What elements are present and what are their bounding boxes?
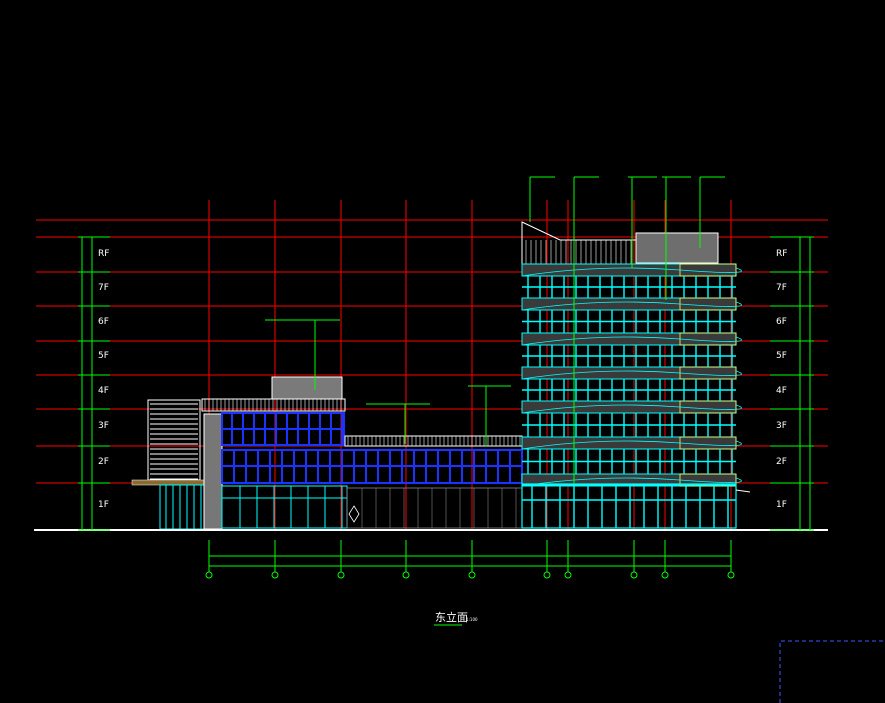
dimension-chain bbox=[205, 540, 735, 579]
balcony-curve bbox=[521, 267, 742, 277]
floor-label-right: 1F bbox=[776, 500, 787, 510]
drawing-scale-text: 1:100 bbox=[466, 617, 478, 622]
ground-floor-curtain-wall bbox=[521, 483, 737, 529]
middle-podium-block bbox=[201, 376, 523, 529]
balcony-curve bbox=[521, 477, 742, 487]
entrance-door-mark bbox=[348, 505, 360, 523]
axis-grid-lines bbox=[208, 200, 732, 530]
drawing-title-text: 东立面 bbox=[435, 610, 468, 624]
floor-slab-band bbox=[521, 366, 737, 380]
axis-bubble bbox=[543, 571, 551, 579]
floor-label-right: RF bbox=[776, 249, 787, 259]
annotation-callouts bbox=[265, 176, 725, 484]
floor-label-left: 6F bbox=[98, 317, 109, 327]
floor-label-right: 6F bbox=[776, 317, 787, 327]
floor-label-right: 3F bbox=[776, 421, 787, 431]
floor-label-left: 5F bbox=[98, 351, 109, 361]
balcony-curve bbox=[521, 370, 742, 380]
floor-slab-band bbox=[521, 297, 737, 311]
floor-label-right: 4F bbox=[776, 386, 787, 396]
axis-bubble bbox=[630, 571, 638, 579]
balcony-curve bbox=[521, 440, 742, 450]
floor-label-left: 1F bbox=[98, 500, 109, 510]
floor-label-left: 7F bbox=[98, 283, 109, 293]
right-level-markers: RF 7F 6F 5F 4F 3F 2F 1F bbox=[770, 236, 814, 531]
floor-slab-band bbox=[521, 263, 737, 277]
floor-label-left: 3F bbox=[98, 421, 109, 431]
floor-label-left: RF bbox=[98, 249, 109, 259]
floor-label-right: 7F bbox=[776, 283, 787, 293]
balcony-curve bbox=[521, 301, 742, 311]
axis-bubble bbox=[564, 571, 572, 579]
drawing-title: 东立面 1:100 bbox=[434, 610, 478, 626]
axis-bubble bbox=[661, 571, 669, 579]
floor-slab-band bbox=[521, 332, 737, 346]
left-level-markers: RF 7F 6F 5F 4F 3F 2F 1F bbox=[78, 236, 110, 531]
axis-bubble bbox=[727, 571, 735, 579]
axis-bubble bbox=[205, 571, 213, 579]
left-stair-block bbox=[131, 399, 223, 530]
axis-bubble bbox=[468, 571, 476, 579]
floor-slab-band bbox=[521, 436, 737, 450]
axis-bubble bbox=[402, 571, 410, 579]
viewport-border bbox=[779, 640, 885, 703]
floor-label-right: 2F bbox=[776, 457, 787, 467]
floor-label-left: 4F bbox=[98, 386, 109, 396]
floor-label-left: 2F bbox=[98, 457, 109, 467]
tower-block bbox=[521, 221, 751, 529]
floor-slab-band bbox=[521, 400, 737, 414]
balcony-curve bbox=[521, 336, 742, 346]
axis-bubble bbox=[337, 571, 345, 579]
axis-bubble bbox=[271, 571, 279, 579]
floor-label-right: 5F bbox=[776, 351, 787, 361]
balcony-curve bbox=[521, 404, 742, 414]
